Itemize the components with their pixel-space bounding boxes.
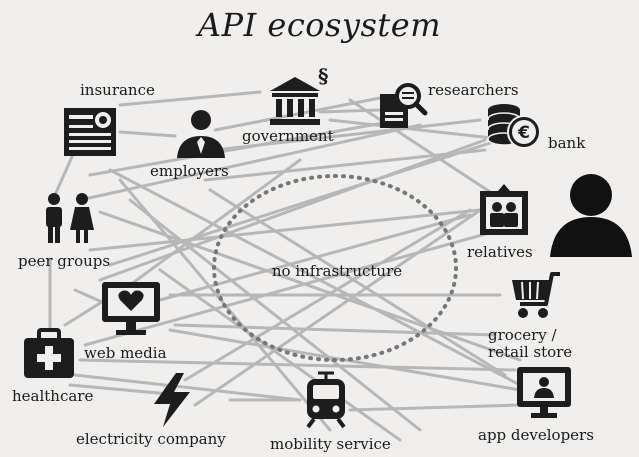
person-icon — [177, 110, 225, 158]
euro-coins-icon: € — [487, 104, 541, 149]
employers-label: employers — [150, 162, 229, 180]
family-photo-icon — [480, 184, 528, 235]
mobility-label: mobility service — [270, 435, 391, 453]
shopping-cart-icon — [512, 272, 560, 318]
no-infrastructure-circle — [212, 174, 458, 362]
people-icon — [46, 193, 94, 243]
government-label: government — [242, 127, 334, 145]
laptop-user-icon — [517, 367, 571, 418]
electricity-label: electricity company — [76, 430, 226, 448]
grocery-label: grocery / retail store — [488, 327, 572, 361]
research-magnifier-icon — [380, 83, 428, 128]
heart-monitor-icon — [102, 282, 160, 335]
insurance-label: insurance — [80, 81, 155, 99]
bank-label: bank — [548, 134, 586, 152]
healthcare-label: healthcare — [12, 387, 94, 405]
grocery-label-line2: retail store — [488, 343, 573, 361]
svg-text:€: € — [517, 123, 530, 143]
user-silhouette-icon — [550, 174, 632, 257]
app-developers-label: app developers — [478, 426, 594, 444]
government-building-icon — [270, 77, 320, 125]
section-sign-icon: § — [318, 64, 329, 88]
tram-icon — [306, 371, 346, 429]
center-label: no infrastructure — [271, 262, 403, 280]
first-aid-kit-icon — [24, 328, 74, 378]
grocery-label-line1: grocery / — [488, 326, 557, 344]
peer-groups-label: peer groups — [18, 252, 111, 270]
researchers-label: researchers — [428, 81, 519, 99]
diagram-title: API ecosystem — [197, 6, 442, 44]
lightning-icon — [154, 373, 190, 427]
relatives-label: relatives — [467, 243, 533, 261]
web-media-label: web media — [84, 344, 167, 362]
document-icon — [64, 108, 116, 156]
